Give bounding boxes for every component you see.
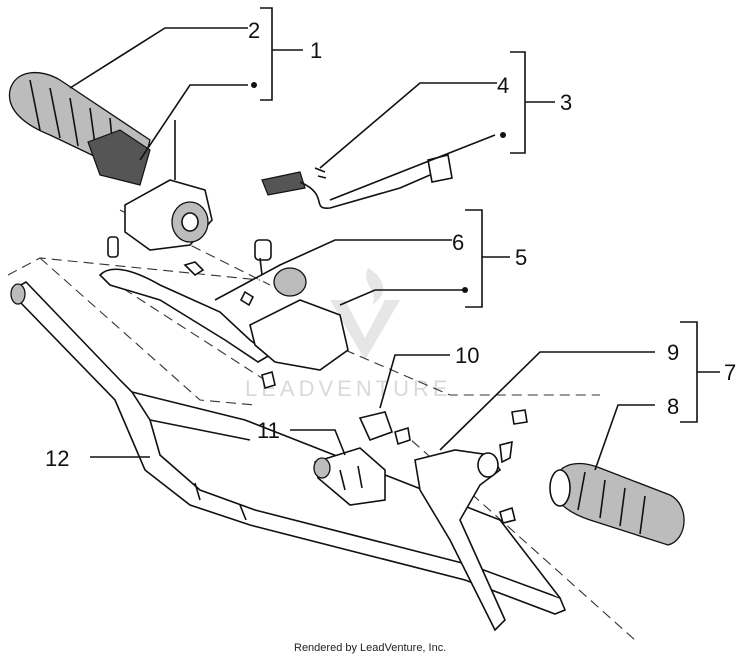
switch-harness [261, 154, 453, 209]
callout-11: 11 [257, 418, 280, 443]
callout-6: 6 [452, 230, 464, 255]
watermark-logo: LEADVENTURE [245, 268, 452, 401]
callout-2: 2 [248, 18, 260, 43]
right-grip [549, 462, 685, 546]
callout-12: 12 [45, 446, 69, 471]
master-cylinder-assembly [98, 239, 349, 390]
callout-5: 5 [515, 245, 527, 270]
throttle-housing [107, 179, 213, 277]
watermark-text: LEADVENTURE [245, 376, 452, 401]
leader-lines [69, 7, 720, 471]
bullet-dots [251, 82, 506, 293]
callout-8: 8 [667, 394, 679, 419]
callout-10: 10 [455, 343, 479, 368]
switch-body [313, 447, 386, 506]
footer-credit: Rendered by LeadVenture, Inc. [294, 642, 446, 654]
callout-9: 9 [667, 340, 679, 365]
callout-labels: 2 1 4 3 6 5 10 9 7 8 11 12 [45, 18, 736, 471]
left-grip [8, 71, 151, 186]
right-lever-assembly [358, 409, 528, 632]
callout-1: 1 [310, 38, 322, 63]
callout-4: 4 [497, 73, 509, 98]
callout-7: 7 [724, 360, 736, 385]
callout-3: 3 [560, 90, 572, 115]
